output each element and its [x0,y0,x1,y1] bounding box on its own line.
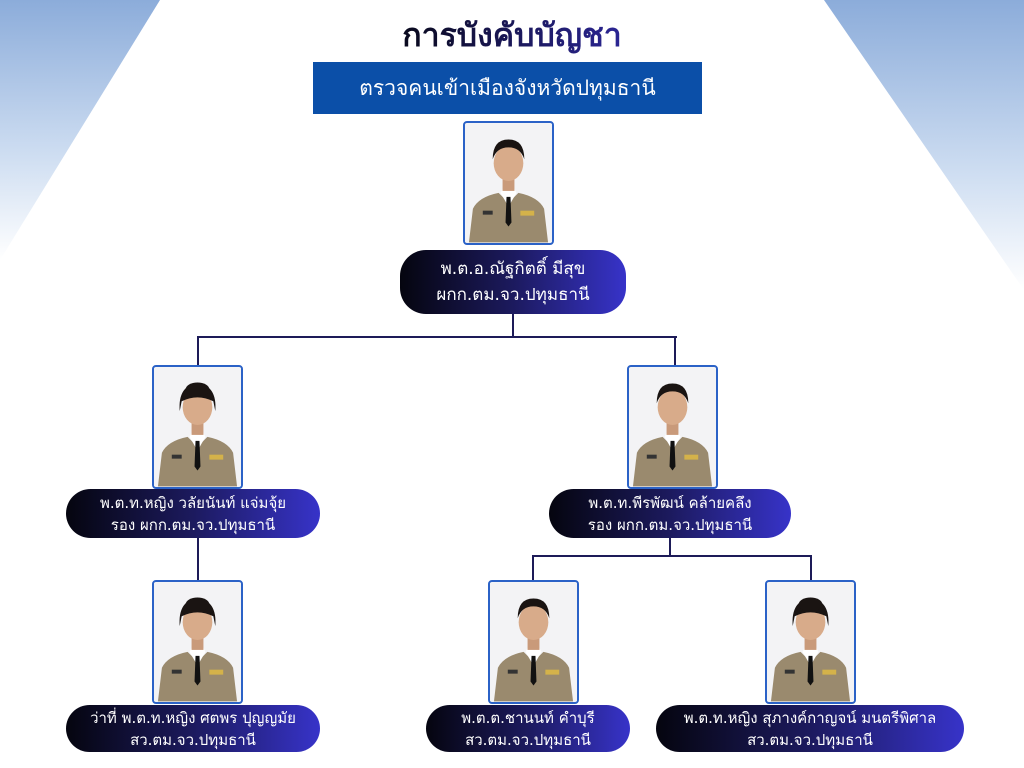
person-position: ผกก.ตม.จว.ปทุมธานี [436,285,590,305]
connector-line [197,538,199,580]
connector-line [532,555,534,580]
person-position: สว.ตม.จว.ปทุมธานี [747,730,873,749]
person-position: สว.ตม.จว.ปทุมธานี [465,730,591,749]
name-card: พ.ต.อ.ณัฐกิตติ์ มีสุขผกก.ตม.จว.ปทุมธานี [400,250,626,314]
portrait-photo [463,121,554,245]
portrait-photo [765,580,856,704]
connector-line [674,336,676,365]
connector-line [810,555,812,580]
name-card: ว่าที่ พ.ต.ท.หญิง ศตพร ปุญญมัยสว.ตม.จว.ป… [66,705,320,752]
connector-line [669,538,671,556]
portrait-photo [152,580,243,704]
person-name: พ.ต.ท.พีรพัฒน์ คล้ายคลึง [588,493,752,512]
person-position: รอง ผกก.ตม.จว.ปทุมธานี [110,515,276,534]
connector-line [512,314,514,337]
portrait-photo [152,365,243,489]
connector-line [197,336,677,338]
name-card: พ.ต.ต.ชานนท์ คำบุรีสว.ตม.จว.ปทุมธานี [426,705,630,752]
person-name: ว่าที่ พ.ต.ท.หญิง ศตพร ปุญญมัย [90,708,296,727]
connector-line [197,336,199,365]
name-card: พ.ต.ท.หญิง สุภางค์กาญจน์ มนตรีพิศาลสว.ตม… [656,705,964,752]
person-name: พ.ต.อ.ณัฐกิตติ์ มีสุข [440,259,586,279]
name-card: พ.ต.ท.พีรพัฒน์ คล้ายคลึงรอง ผกก.ตม.จว.ปท… [549,489,791,538]
person-position: รอง ผกก.ตม.จว.ปทุมธานี [587,515,753,534]
department-banner: ตรวจคนเข้าเมืองจังหวัดปทุมธานี [313,62,702,114]
person-position: สว.ตม.จว.ปทุมธานี [130,730,256,749]
name-card: พ.ต.ท.หญิง วลัยนันท์ แจ่มจุ้ยรอง ผกก.ตม.… [66,489,320,538]
page-title: การบังคับบัญชา [0,10,1024,61]
connector-line [532,555,812,557]
person-name: พ.ต.ต.ชานนท์ คำบุรี [461,708,595,727]
portrait-photo [627,365,718,489]
person-name: พ.ต.ท.หญิง วลัยนันท์ แจ่มจุ้ย [99,493,287,512]
person-name: พ.ต.ท.หญิง สุภางค์กาญจน์ มนตรีพิศาล [683,708,937,727]
portrait-photo [488,580,579,704]
